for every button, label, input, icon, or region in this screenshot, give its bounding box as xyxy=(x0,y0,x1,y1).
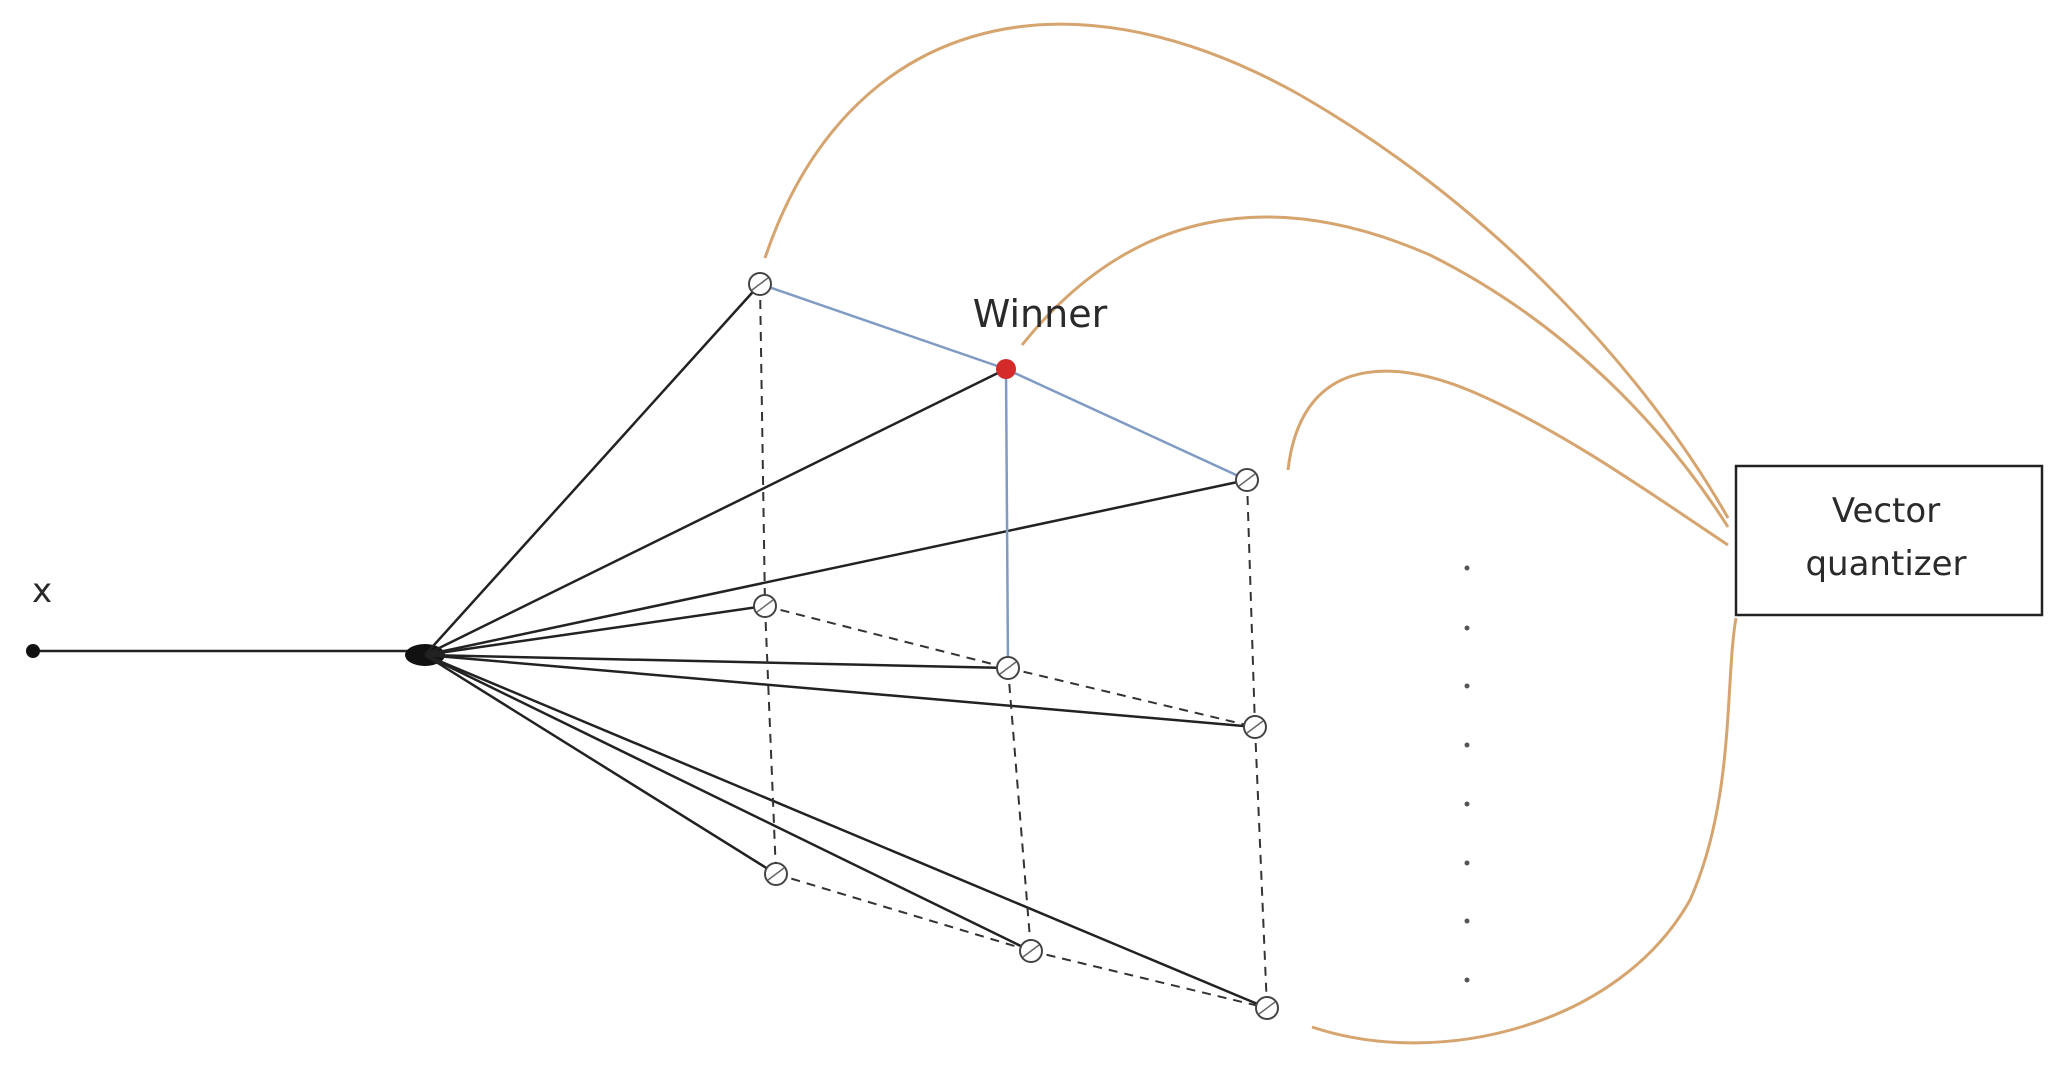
node-mark xyxy=(1022,944,1040,958)
lattice-edge xyxy=(764,605,777,875)
vector-quantizer-box xyxy=(1734,464,2044,617)
ellipsis-dot xyxy=(1464,860,1470,866)
lattice-edge xyxy=(1030,950,1268,1009)
node-mark xyxy=(767,867,785,881)
neighborhood-edge xyxy=(1004,368,1010,669)
ellipsis-dot xyxy=(1464,918,1470,924)
winner-neighborhood xyxy=(759,282,1248,669)
lattice-edge xyxy=(1007,667,1256,728)
vector-quantizer-label-line1: Vector xyxy=(1832,491,1940,531)
connector-curve-middle xyxy=(1020,215,1730,528)
neighborhood-edge xyxy=(759,282,1007,371)
lattice-nodes xyxy=(748,272,1279,1020)
ellipsis-dot xyxy=(1464,801,1470,807)
input-label: x xyxy=(32,571,52,611)
weight-connections xyxy=(424,283,1268,1010)
connector-curve-top xyxy=(763,22,1730,519)
node-mark xyxy=(999,661,1017,675)
ellipsis-dot xyxy=(1464,977,1470,983)
winner-node xyxy=(996,359,1016,379)
ellipsis-dot xyxy=(1464,742,1470,748)
weight-line xyxy=(424,478,1248,657)
lattice-dashed xyxy=(759,283,1268,1009)
lattice-edge xyxy=(775,873,1032,952)
lattice-edge xyxy=(1254,726,1268,1009)
ellipsis-dot xyxy=(1464,565,1470,571)
lattice-edge xyxy=(764,605,1009,669)
connector-curve-lower xyxy=(1286,369,1729,547)
node-mark xyxy=(756,599,774,613)
weight-line xyxy=(424,653,1256,729)
node-mark xyxy=(1246,720,1264,734)
weight-line xyxy=(424,653,1268,1010)
weight-line xyxy=(424,283,761,656)
node-mark xyxy=(1258,1001,1276,1015)
continuation-dots xyxy=(1464,565,1470,983)
ellipsis-dot xyxy=(1464,625,1470,631)
input-line xyxy=(26,644,445,666)
winner-label: Winner xyxy=(973,292,1108,336)
lattice-edge xyxy=(1246,479,1256,728)
input-node xyxy=(26,644,40,658)
lattice-node-marks xyxy=(751,277,1276,1015)
weight-line xyxy=(424,653,1032,953)
weight-line xyxy=(424,653,777,876)
connector-curve-bottom xyxy=(1311,617,1738,1045)
vector-quantizer-label-line2: quantizer xyxy=(1805,544,1966,584)
quantizer-connectors xyxy=(763,22,1738,1045)
lattice-edge xyxy=(759,283,766,607)
lattice-edge xyxy=(1007,667,1032,952)
ellipsis-dot xyxy=(1464,683,1470,689)
node-mark xyxy=(751,277,769,291)
weight-line xyxy=(424,604,766,657)
neighborhood-edge xyxy=(1005,367,1248,482)
vector-quantizer-block: Vector quantizer xyxy=(1734,464,2044,617)
node-mark xyxy=(1238,473,1256,487)
weight-line xyxy=(424,653,1009,670)
weight-line xyxy=(424,367,1007,657)
